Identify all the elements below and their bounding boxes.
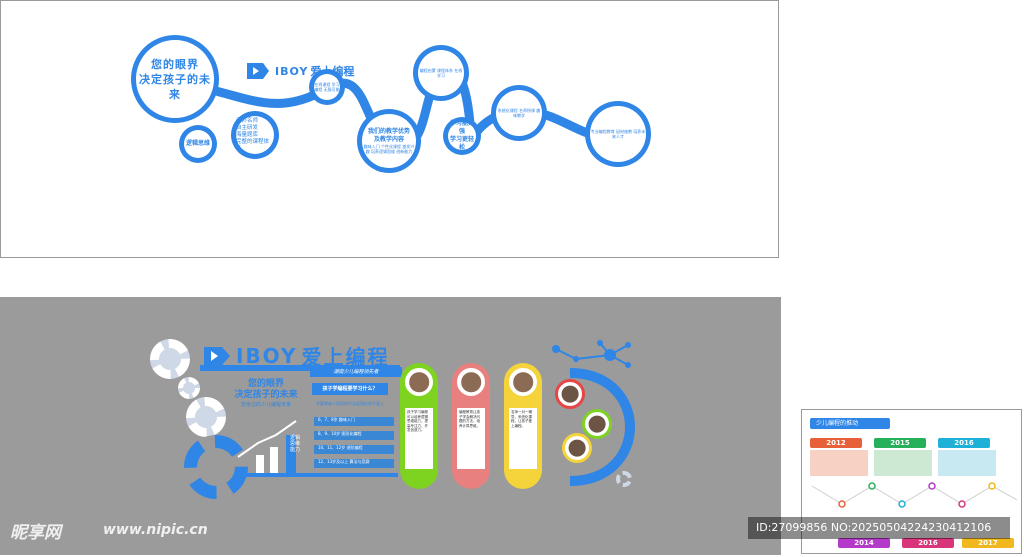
logic-bubble: 逻辑思维: [179, 125, 217, 163]
yellow-pill: 名师一对一辅导，系统化课程，让孩子爱上编程。: [504, 363, 542, 489]
top-bubble-text: 编程启蒙 课程体系 在线学习: [419, 68, 463, 78]
gear-icon: [186, 397, 226, 437]
base-line: [238, 473, 398, 477]
gear-icon: [150, 339, 190, 379]
info-strip: 10、11、12岁 进阶编程: [314, 445, 394, 454]
learn-line-2: 学习更轻松: [449, 136, 474, 151]
timeline-zigzag: [811, 482, 1018, 508]
top-design-panel: 您的眼界 决定孩子的未来 IBOY 爱上编程 逻辑思维 海外名师 自主研发 海量…: [0, 0, 779, 258]
year-box: [874, 450, 932, 476]
bottom-sub-headline: 您身边的少儿编程专家: [240, 402, 291, 408]
bottom-headline: 您的眼界 决定孩子的未来 您身边的少儿编程专家: [232, 379, 300, 409]
center-title-1: 我们的教学优势: [367, 128, 410, 135]
center-title-2: 及教学内容: [373, 136, 404, 143]
bottom-headline-2: 决定孩子的未来: [234, 390, 298, 400]
tagline: 湖南少儿编程领先者: [310, 367, 402, 377]
green-pill-text: 孩子学习编程可以培养逻辑思维能力，提高专注力，开发创造力。: [407, 410, 428, 432]
top-headline-1: 您的眼界: [151, 57, 199, 71]
bottom-design-panel: IBOY 爱上编程 湖南少儿编程领先者 您的眼界 决定孩子的未来 您身边的少儿编…: [0, 297, 781, 555]
timeline-title: 少儿编程的推动: [810, 418, 890, 429]
timeline-panel: 少儿编程的推动 2012 2015 2016 2014 2016 2017: [801, 409, 1022, 554]
feature-item: 完整的课程体系: [236, 138, 270, 152]
center-body: 趣味入门 个性化课程 激发兴趣 培养逻辑思维 创新能力: [363, 144, 415, 154]
logo-underline: [200, 365, 400, 371]
yellow-pill-text: 名师一对一辅导，系统化课程，让孩子爱上编程。: [511, 410, 532, 428]
top-bubble: 编程启蒙 课程体系 在线学习: [413, 45, 469, 101]
student-avatar: [454, 365, 488, 399]
small-bubble-text: 在线课程 学习编程 无限可能: [314, 82, 340, 92]
rising-bars-graphic: [237, 420, 297, 475]
learn-bubble: 学习能力强 学习更轻松: [443, 117, 481, 155]
feature-item: 海外名师: [236, 117, 259, 124]
gear-icon: [178, 377, 200, 399]
logic-label: 逻辑思维: [185, 140, 210, 147]
brand-logo-icon: [247, 63, 269, 79]
year-label-top: 2012: [810, 438, 862, 448]
teacher-avatar: [562, 433, 592, 463]
feature-item: 海量题库: [236, 131, 259, 138]
watermark-url: www.nipic.cn: [103, 522, 208, 538]
vertical-label: 逻辑思维能力: [290, 435, 301, 453]
student-avatar: [506, 365, 540, 399]
green-pill: 孩子学习编程可以培养逻辑思维能力，提高专注力，开发创造力。: [400, 363, 438, 489]
right-bubble-1: 系统化课程 名师授课 趣味教学: [491, 85, 547, 141]
right-bubble-2-text: 专业编程教育 因材施教 培养未来人才: [590, 129, 646, 139]
question-sub: 不要将成人培训的方法运用在孩子身上: [316, 401, 384, 406]
year-label-top: 2015: [874, 438, 926, 448]
student-avatar: [402, 365, 436, 399]
info-strip: 6、7、8岁 趣味入门: [314, 417, 394, 426]
info-strip: 8、9、10岁 图形化编程: [314, 431, 394, 440]
center-bubble: 我们的教学优势 及教学内容 趣味入门 个性化课程 激发兴趣 培养逻辑思维 创新能…: [357, 109, 421, 173]
year-label-bottom: 2016: [902, 538, 954, 548]
teacher-avatar: [555, 379, 585, 409]
teacher-avatar: [582, 409, 612, 439]
bottom-headline-1: 您的眼界: [247, 379, 284, 389]
red-pill-text: 编程教育让孩子学会解决问题的方法，培养计算思维。: [459, 410, 480, 428]
watermark-id: ID:27099856 NO:20250504224230412106: [748, 517, 1010, 539]
red-pill: 编程教育让孩子学会解决问题的方法，培养计算思维。: [452, 363, 490, 489]
year-label-bottom: 2017: [962, 538, 1014, 548]
gear-icon: [616, 471, 632, 487]
info-strip: 12、13岁及以上 算法与竞赛: [314, 459, 394, 468]
bottom-logo-mark: IBOY: [236, 343, 298, 368]
right-bubble-2: 专业编程教育 因材施教 培养未来人才: [585, 101, 651, 167]
top-logo-mark: IBOY: [275, 64, 309, 78]
watermark-logo: 昵享网: [10, 523, 61, 543]
small-bubble: 在线课程 学习编程 无限可能: [309, 69, 345, 105]
headline-bubble: 您的眼界 决定孩子的未来: [131, 35, 219, 123]
year-label-top: 2016: [938, 438, 990, 448]
question-title: 孩子学编程要学习什么？: [312, 383, 388, 395]
network-icon: [552, 340, 631, 368]
teacher-arc: [569, 368, 635, 486]
feature-item: 自主研发: [236, 124, 259, 131]
top-headline-2: 决定孩子的未来: [139, 72, 211, 101]
feature-list: 海外名师 自主研发 海量题库 完整的课程体系: [236, 118, 274, 153]
brand-logo-icon: [204, 346, 230, 365]
right-bubble-1-text: 系统化课程 名师授课 趣味教学: [497, 108, 541, 118]
features-bubble: 海外名师 自主研发 海量题库 完整的课程体系: [231, 111, 279, 159]
learn-line-1: 学习能力强: [449, 120, 474, 135]
year-box: [938, 450, 996, 476]
year-box: [810, 450, 868, 476]
year-label-bottom: 2014: [838, 538, 890, 548]
